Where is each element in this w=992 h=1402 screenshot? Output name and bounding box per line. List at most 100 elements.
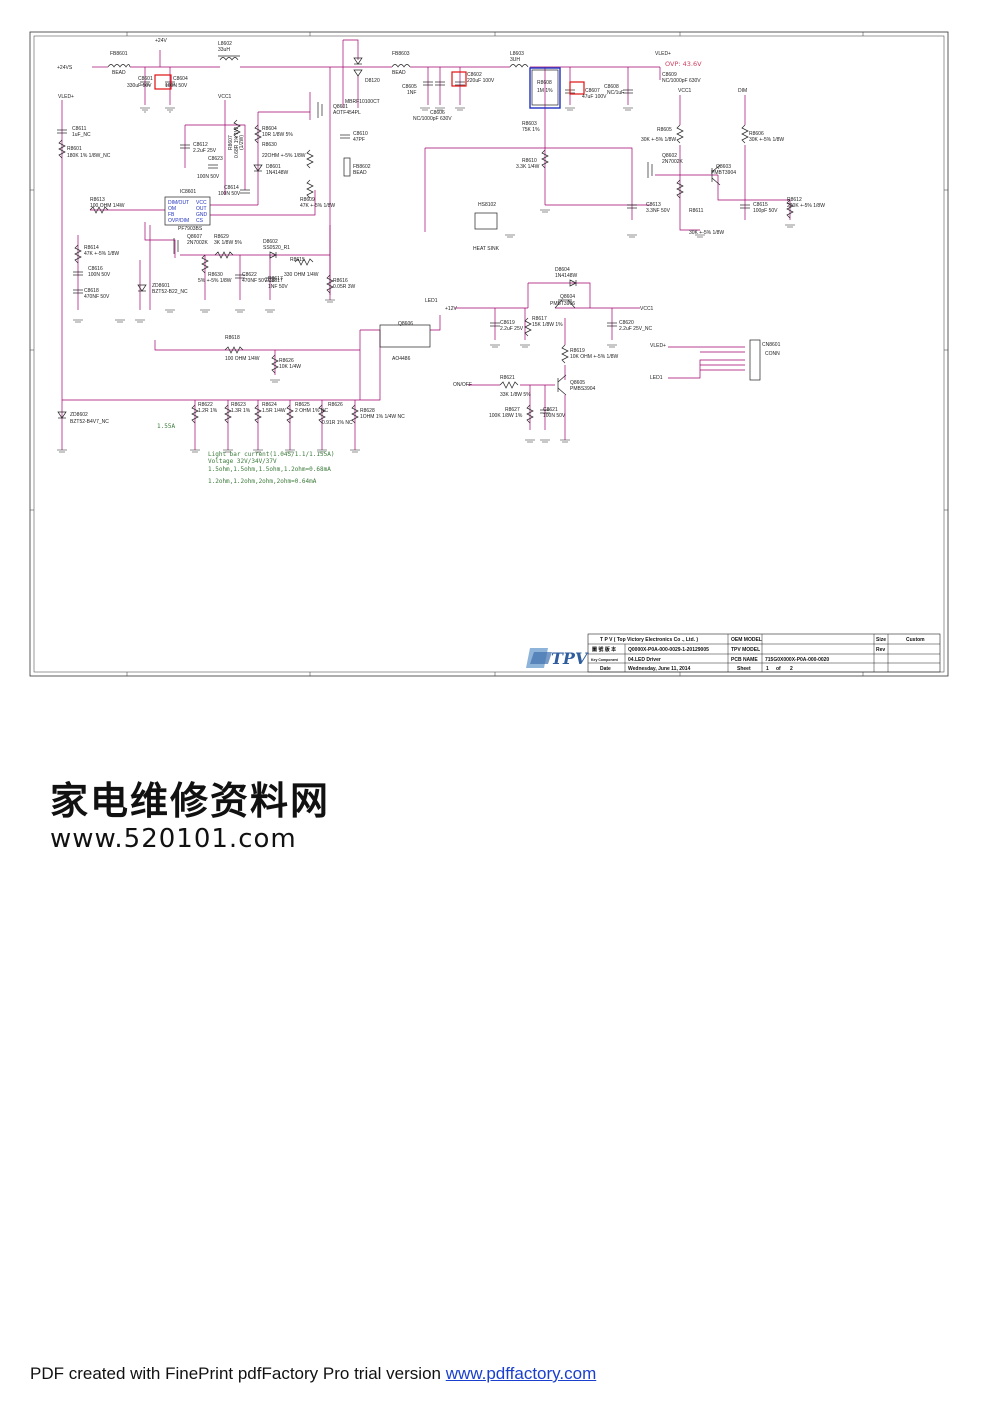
tb-size-label: Size [876,637,886,643]
label-c8612-val: 2.2uF 25V [193,148,217,154]
net-dim: DIM [738,88,747,94]
tpv-logo-text: TPV [551,649,589,668]
label-c8620-val: 2.2uF 25V_NC [619,326,652,332]
label-fb8601: FB8601 [110,51,128,57]
label-q8606: Q8606 [398,321,413,327]
label-r8630b: R8630 [208,272,223,278]
label-c8617: C8617 [268,278,283,284]
label-r8612: R8612 [787,197,802,203]
tpv-logo: TPV [526,648,589,668]
label-r8605: R8605 [657,127,672,133]
label-r8604: R8604 [262,126,277,132]
net-vled-out: VLED+ [655,51,671,57]
label-c8619-val: 2.2uF 25V [500,326,524,332]
label-c8614: C8614 [224,185,239,191]
label-r8617a: R8617 [268,276,283,282]
label-r8630: R8630 [262,142,277,148]
label-r8601-val: 180K 1% 1/8W_NC [67,153,111,159]
label-r8613-val: 100 OHM 1/4W [90,203,125,209]
label-r8607: R8607 [228,135,234,150]
label-d8601-val: 1N4148W [266,170,289,176]
tb-oem-label: OEM MODEL [731,637,762,643]
zone-ticks [30,32,948,676]
label-c8620: C8620 [619,320,634,326]
label-d8604-val: 1N4148W [555,273,578,279]
label-hs8102: HS8102 [478,202,496,208]
note-current: 1.55A [157,423,175,430]
note-light-bar-4: 1.2ohm,1.2ohm,2ohm,2ohm=0.64mA [208,478,317,485]
label-r8603: R8603 [522,121,537,127]
label-c8604-val: 100N 50V [165,83,188,89]
label-c8618: C8618 [84,288,99,294]
tb-sheet-total: 2 [790,666,793,672]
net-24vs: +24VS [57,65,73,71]
label-ic8601-val: PF7903BS [178,226,203,232]
label-l8603-val: 3UH [510,57,520,63]
label-c8621-val: 100N 50V [543,413,566,419]
label-r8617-val: 15K 1/8W 1% [532,322,563,328]
label-c8601: C8601 [138,76,153,82]
tb-drawing-no: Q0000X-P0A-000-0029-1-20129005 [628,647,709,653]
label-fb8601-val: BEAD [112,70,126,76]
label-c8609: C8609 [662,72,677,78]
label-r8619-val: 10K OHM +-5% 1/8W [570,354,618,360]
label-c8622: C8622 [242,272,257,278]
label-c8602: C8602 [467,72,482,78]
label-r8623: R8623 [231,402,246,408]
label-r8630-val: 22OHM +-5% 1/8W [262,153,306,159]
label-r8622: R8622 [198,402,213,408]
label-q8604: Q8604 [560,294,575,300]
label-r8622-val: 1.2R 1% [198,408,218,414]
label-q8607-val: 2N7002K [187,240,209,246]
tb-company: T P V ( Top Victory Electronics Co ., Lt… [600,637,698,643]
tb-date: Wednesday, June 11, 2014 [628,666,691,672]
label-r8601: R8601 [67,146,82,152]
label-r8613: R8613 [90,197,105,203]
label-r8603-val: 75K 1% [522,127,540,133]
footer-link[interactable]: www.pdffactory.com [445,1364,597,1383]
label-r8608: R8608 [537,80,552,86]
label-hint: (1/2W) [239,135,245,150]
schematic-sheet: +24V +24VS VLED+ VCC1 VLED+ VCC1 DIM +12… [29,31,949,677]
label-r8618: R8618 [225,335,240,341]
label-c8601-val: 330uF 50V [127,83,152,89]
label-q8604-val: PMBT3906 [550,301,575,307]
note-light-bar-2: Voltage 32V/34V/37V [208,458,277,465]
net-labels: +24V +24VS VLED+ VCC1 VLED+ VCC1 DIM +12… [57,38,747,388]
label-c8605-val: 1NF [407,90,416,96]
label-q8603: Q8603 [716,164,731,170]
sheet-border [29,31,949,677]
label-c8615-val: 100pF 50V [753,208,778,214]
label-r8606: R8606 [749,131,764,137]
tb-pcb-name: 715G0X000X-P0A-000-0020 [765,657,829,663]
label-zd8601: ZD8601 [152,283,170,289]
label-c8602-val: 220uF 100V [467,78,495,84]
label-r8610-val: 3.3K 1/4W [516,164,540,170]
net-vcc1-c: VCC1 [640,306,654,312]
label-q8603-val: PMBT3904 [711,170,736,176]
label-r8614: R8614 [84,245,99,251]
label-r8627-val: 100K 1/8W 1% [489,413,523,419]
label-c8621: C8621 [543,407,558,413]
wires [61,39,791,450]
note-light-bar-1: Light bar current(1.04S/1.1/1.155A) [208,451,334,458]
net-vcc1: VCC1 [218,94,232,100]
label-l8602: L8602 [218,41,232,47]
highlight-boxes [154,71,585,95]
label-r8621-val: 33K 1/8W 5% [500,392,531,398]
tb-key-label: Key Component [591,658,619,662]
tb-rev-label: Rev [876,647,885,653]
label-r8619: R8619 [570,348,585,354]
label-mbrf: MBRF10100CT [345,99,380,105]
label-r8604-val: 10R 1/8W 5% [262,132,293,138]
note-light-bar-3: 1.5ohm,1.5ohm,1.5ohm,1.2ohm=0.68mA [208,466,331,473]
label-r8623-val: 1.3R 1% [231,408,251,414]
ic-pin-3: FB [168,212,175,218]
label-q8606-val: AO4486 [392,356,411,362]
label-r8615: R8615 [290,257,305,263]
components [57,55,795,453]
label-hs8102-val: HEAT SINK [473,246,500,252]
label-r8626: R8626 [279,358,294,364]
label-r8608-val: 1M 1% [537,88,553,94]
net-led1-conn: LED1 [650,375,663,381]
